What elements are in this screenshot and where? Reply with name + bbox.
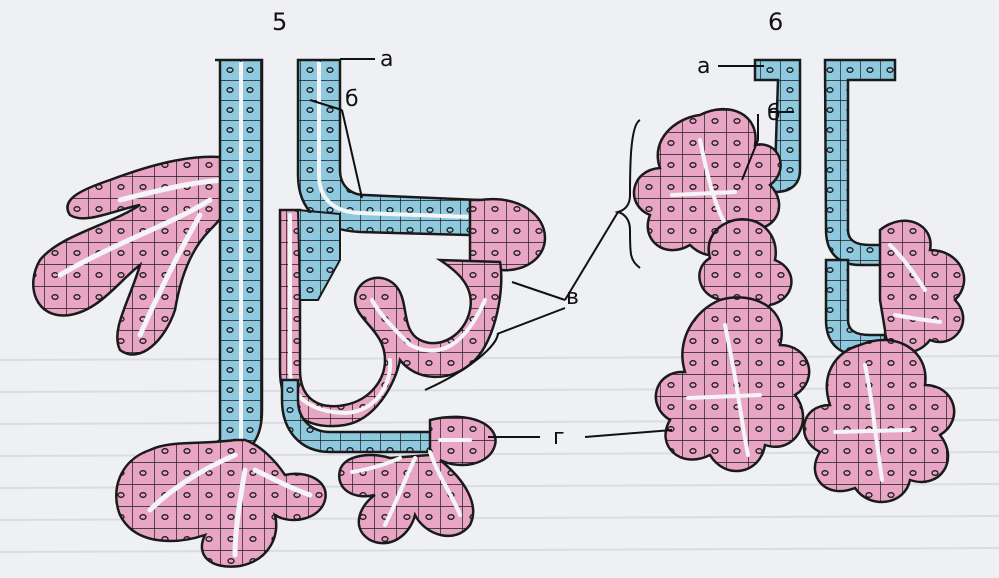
fig5-left-upper-lobes bbox=[33, 157, 240, 355]
figure-5-number: 5 bbox=[272, 8, 287, 36]
fig5-right-upper-lobe bbox=[470, 199, 545, 270]
fig5-left-lower-lobes bbox=[116, 440, 325, 567]
label-a-fig6: а bbox=[697, 54, 710, 79]
figure-5-gland bbox=[33, 60, 545, 567]
leader-g-2 bbox=[585, 430, 672, 437]
fig6-lower-right-lobes bbox=[804, 340, 954, 502]
fig6-lower-left-lobes bbox=[656, 297, 809, 471]
label-b-fig5: б bbox=[345, 87, 359, 112]
label-v: в bbox=[566, 285, 579, 310]
label-b-fig6: б bbox=[767, 101, 781, 126]
leader-v-1 bbox=[497, 308, 565, 334]
leader-v-2 bbox=[512, 282, 565, 300]
fig5-left-duct bbox=[206, 60, 262, 458]
label-g: г bbox=[553, 425, 565, 450]
figure-6-gland bbox=[634, 60, 964, 502]
label-a-fig5: а bbox=[380, 47, 393, 72]
fig5-middle-duct-segment bbox=[298, 210, 340, 300]
figure-6-number: 6 bbox=[768, 8, 783, 36]
